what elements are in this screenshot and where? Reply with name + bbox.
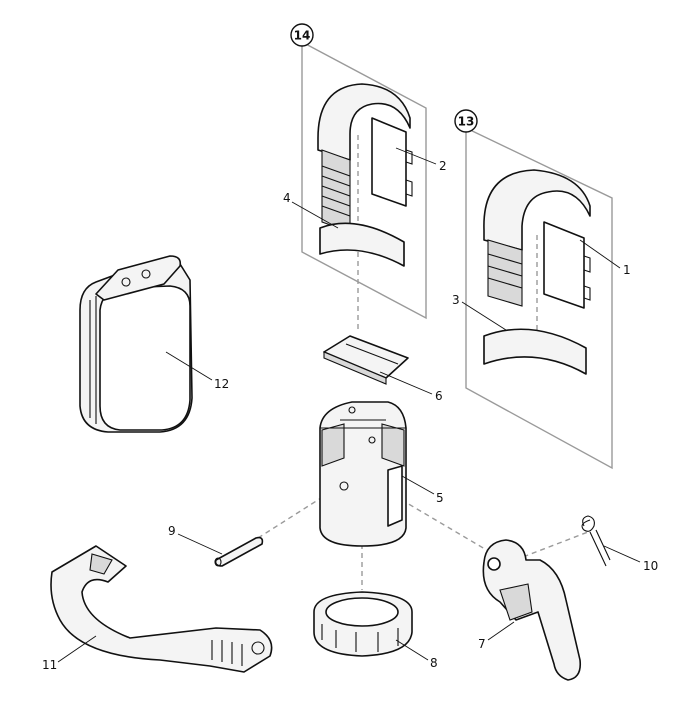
part-6-label: 6	[435, 389, 443, 403]
group-14-label: 14	[294, 29, 311, 43]
axis-dash-spring	[514, 531, 589, 561]
part-2-clamp	[317, 83, 413, 233]
part-11-label: 11	[42, 658, 57, 672]
leader-4	[291, 201, 339, 229]
group-14-outline	[301, 40, 427, 320]
leader-10	[603, 545, 641, 563]
leader-6	[379, 371, 433, 395]
part-11-wrench	[50, 545, 273, 673]
part-4-saddle	[319, 222, 405, 267]
part-6-pad	[323, 335, 409, 385]
leader-11	[57, 635, 97, 663]
group-13-badge	[454, 109, 478, 133]
part-2-label: 2	[439, 159, 447, 173]
leader-7	[487, 621, 515, 641]
part-4-label: 4	[283, 191, 291, 205]
leader-5	[401, 475, 435, 495]
part-3-label: 3	[452, 293, 460, 307]
part-8-label: 8	[430, 656, 438, 670]
part-1-clamp	[483, 169, 591, 309]
part-9-pin	[214, 536, 264, 567]
part-7-label: 7	[478, 637, 486, 651]
group-13-label: 13	[458, 115, 475, 129]
part-5-body	[319, 401, 407, 547]
group-14-badge	[290, 23, 314, 47]
part-12-case	[79, 255, 193, 433]
part-5-label: 5	[436, 491, 444, 505]
part-10-label: 10	[643, 559, 658, 573]
part-8-nut	[313, 591, 413, 657]
leader-9	[177, 533, 223, 555]
axis-dash-pin	[257, 485, 341, 539]
leader-8	[395, 639, 429, 661]
part-12-label: 12	[214, 377, 229, 391]
part-1-label: 1	[623, 263, 631, 277]
leader-12	[165, 351, 213, 381]
leader-1	[579, 239, 621, 269]
part-10-spring	[581, 515, 611, 567]
part-9-label: 9	[168, 524, 176, 538]
leader-2	[395, 147, 437, 165]
leader-3	[461, 301, 507, 331]
part-7-lever	[482, 539, 582, 681]
part-3-saddle	[483, 328, 587, 375]
group-13-outline	[465, 126, 613, 470]
